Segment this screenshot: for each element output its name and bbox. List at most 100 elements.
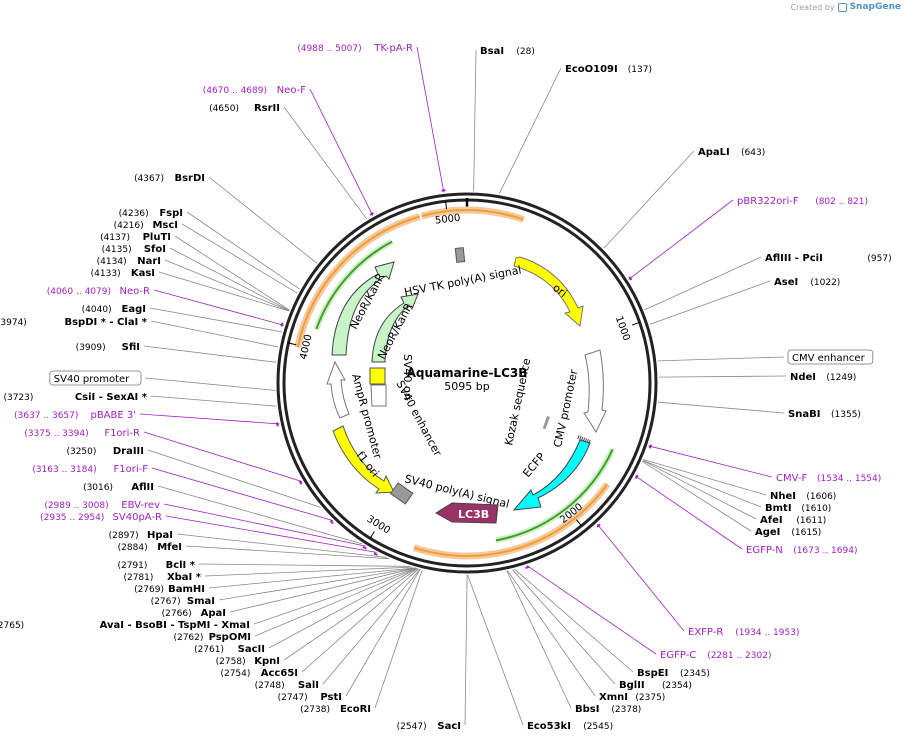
bspdi-clai-name: BspDI * - ClaI * — [64, 317, 147, 328]
label-afliii-2[interactable]: AflII(3016) — [83, 482, 154, 493]
fspi-name: FspI — [159, 208, 183, 219]
feature-cmv-promoter[interactable] — [583, 349, 607, 434]
snabi-name: SnaBI — [788, 409, 820, 420]
label-hpai[interactable]: HpaI(2897) — [109, 530, 173, 541]
outer-feature-arcs — [294, 206, 616, 560]
label-egfp-c[interactable]: EGFP-C(2281 .. 2302) — [660, 650, 771, 661]
leader-line-sv40pa-r — [165, 515, 377, 553]
bspei-coord: (2345) — [680, 669, 710, 679]
label-afei[interactable]: AfeI(1611) — [760, 515, 826, 526]
bmti-coord: (1610) — [801, 504, 831, 514]
leader-line-ecoo109i — [498, 67, 562, 194]
label-bspdi-clai[interactable]: BspDI * - ClaI *(3974) — [0, 317, 148, 328]
sali-name: SalI — [298, 680, 319, 691]
sacii-name: SacII — [238, 644, 265, 655]
feature-sv40-polya[interactable] — [389, 482, 414, 505]
feature-neor-kanr-inner[interactable] — [371, 293, 419, 363]
label-sv40-promoter[interactable]: SV40 promoter — [49, 370, 142, 386]
label-exfp-r[interactable]: EXFP-R(1934 .. 1953) — [688, 627, 799, 638]
leader-line-xmni — [507, 570, 596, 697]
label-asei[interactable]: AseI(1022) — [774, 277, 840, 288]
label-csii-sexai[interactable]: CsiI - SexAI *(3723) — [3, 392, 147, 403]
label-psti[interactable]: PstI(2747) — [278, 692, 342, 703]
label-sali[interactable]: SalI(2748) — [255, 680, 319, 691]
label-pluti[interactable]: PluTI(4137) — [100, 232, 171, 243]
leader-line-bspei — [514, 568, 634, 673]
label-cmv-enhancer[interactable]: CMV enhancer — [787, 349, 874, 365]
label-snabi[interactable]: SnaBI(1355) — [788, 409, 861, 420]
label-bsrdi[interactable]: BsrDI(4367) — [134, 173, 205, 184]
label-pbr322ori-f[interactable]: pBR322ori-F(802 .. 821) — [737, 196, 868, 207]
label-rsrii[interactable]: RsrII(4650) — [209, 103, 280, 114]
label-kpni[interactable]: KpnI(2758) — [216, 656, 280, 667]
label-sv40pa-r[interactable]: SV40pA-R(2935 .. 2954) — [40, 512, 162, 523]
label-xmni[interactable]: XmnI(2375) — [599, 692, 665, 703]
label-tk-pa-r[interactable]: TK-pA-R(4988 .. 5007) — [297, 43, 413, 54]
label-nhei[interactable]: NheI(1606) — [770, 491, 836, 502]
cmv-f-coord: (1534 .. 1554) — [817, 474, 881, 484]
feature-sv40-enhancer[interactable] — [370, 384, 387, 407]
label-sfoi[interactable]: SfoI(4135) — [102, 244, 166, 255]
label-mfei[interactable]: MfeI(2884) — [118, 542, 182, 553]
bsrdi-coord: (4367) — [134, 174, 164, 184]
feature-lc3b[interactable] — [435, 502, 499, 524]
label-apai[interactable]: ApaI(2766) — [162, 608, 226, 619]
label-agei[interactable]: AgeI(1615) — [755, 527, 821, 538]
feature-sv40-ori[interactable] — [369, 367, 386, 385]
leader-line-bglii — [512, 569, 616, 685]
leader-line-bsrdi — [208, 176, 318, 264]
label-fspi[interactable]: FspI (4236) — [119, 208, 183, 219]
label-bglii[interactable]: BglII(2354) — [619, 680, 692, 691]
feature-neor-kanr-outer[interactable] — [331, 261, 395, 356]
label-f1ori-f[interactable]: F1ori-F(3163 .. 3184) — [32, 464, 148, 475]
feature-cmv-promoter-label: CMV promoter — [551, 368, 580, 449]
label-bcli[interactable]: BclI *(2791) — [117, 560, 195, 571]
label-afliii-pcii[interactable]: AflIII - PciI(957) — [765, 253, 892, 264]
label-sacii[interactable]: SacII(2761) — [194, 644, 265, 655]
label-bamhi[interactable]: BamHI(2769) — [134, 584, 205, 595]
label-kasi[interactable]: KasI(4133) — [91, 268, 155, 279]
leader-line-exfp-r — [596, 523, 685, 632]
label-eco53ki[interactable]: Eco53kI(2545) — [527, 721, 613, 732]
label-cmv-f[interactable]: CMV-F(1534 .. 1554) — [776, 473, 881, 484]
label-ecori[interactable]: EcoRI(2738) — [300, 704, 371, 715]
label-ecoo109i[interactable]: EcoO109I(137) — [565, 64, 652, 75]
sv40pa-r-name: SV40pA-R — [113, 512, 162, 523]
feature-ampr-promoter[interactable] — [326, 360, 350, 419]
leader-line-ebv-rev — [163, 503, 366, 547]
label-xbai[interactable]: XbaI *(2781) — [123, 572, 201, 583]
f1ori-f-coord: (3163 .. 3184) — [32, 465, 96, 475]
label-f1ori-r[interactable]: F1ori-R(3375 .. 3394) — [24, 428, 140, 439]
label-bmti[interactable]: BmtI(1610) — [765, 503, 831, 514]
feature-ecfp[interactable] — [512, 439, 591, 511]
label-apali[interactable]: ApaLI(643) — [698, 147, 765, 158]
feature-f1-ori[interactable] — [332, 425, 395, 494]
label-draiii[interactable]: DraIII(3250) — [66, 446, 144, 457]
leader-line-nhei — [642, 459, 767, 496]
label-bsai[interactable]: BsaI(28) — [480, 46, 535, 57]
bbsi-coord: (2378) — [611, 705, 641, 715]
label-sfii[interactable]: SfiI(3909) — [76, 342, 140, 353]
label-pbabe3[interactable]: pBABE 3'(3637 .. 3657) — [14, 410, 136, 421]
label-ndei[interactable]: NdeI(1249) — [790, 372, 856, 383]
label-ebv-rev[interactable]: EBV-rev(2989 .. 3008) — [44, 500, 160, 511]
cmv-enhancer-box — [787, 349, 874, 365]
label-egfp-n[interactable]: EGFP-N(1673 .. 1694) — [746, 545, 857, 556]
label-saci[interactable]: SacI(2547) — [397, 721, 461, 732]
label-bbsi[interactable]: BbsI(2378) — [575, 704, 641, 715]
label-eagi[interactable]: EagI(4040) — [82, 304, 146, 315]
label-nari[interactable]: NarI(4134) — [97, 256, 161, 267]
feature-ori[interactable] — [513, 256, 584, 327]
label-acc65i[interactable]: Acc65I(2754) — [220, 668, 298, 679]
hpai-name: HpaI — [147, 530, 173, 541]
fspi-coord: (4236) — [119, 209, 149, 219]
label-neo-r[interactable]: Neo-R(4060 .. 4079) — [47, 286, 150, 297]
label-neo-f[interactable]: Neo-F(4670 .. 4689) — [203, 85, 307, 96]
feature-hsv-tk-polya[interactable] — [454, 247, 466, 263]
label-pspomi[interactable]: PspOMI(2762) — [173, 632, 251, 643]
label-bspei[interactable]: BspEI(2345) — [637, 668, 710, 679]
label-avai-group[interactable]: AvaI - BsoBI - TspMI - XmaI(2765) — [0, 620, 250, 631]
label-smai[interactable]: SmaI(2767) — [151, 596, 215, 607]
feature-kozak[interactable] — [542, 416, 550, 430]
label-msci[interactable]: MscI(4216) — [114, 220, 178, 231]
